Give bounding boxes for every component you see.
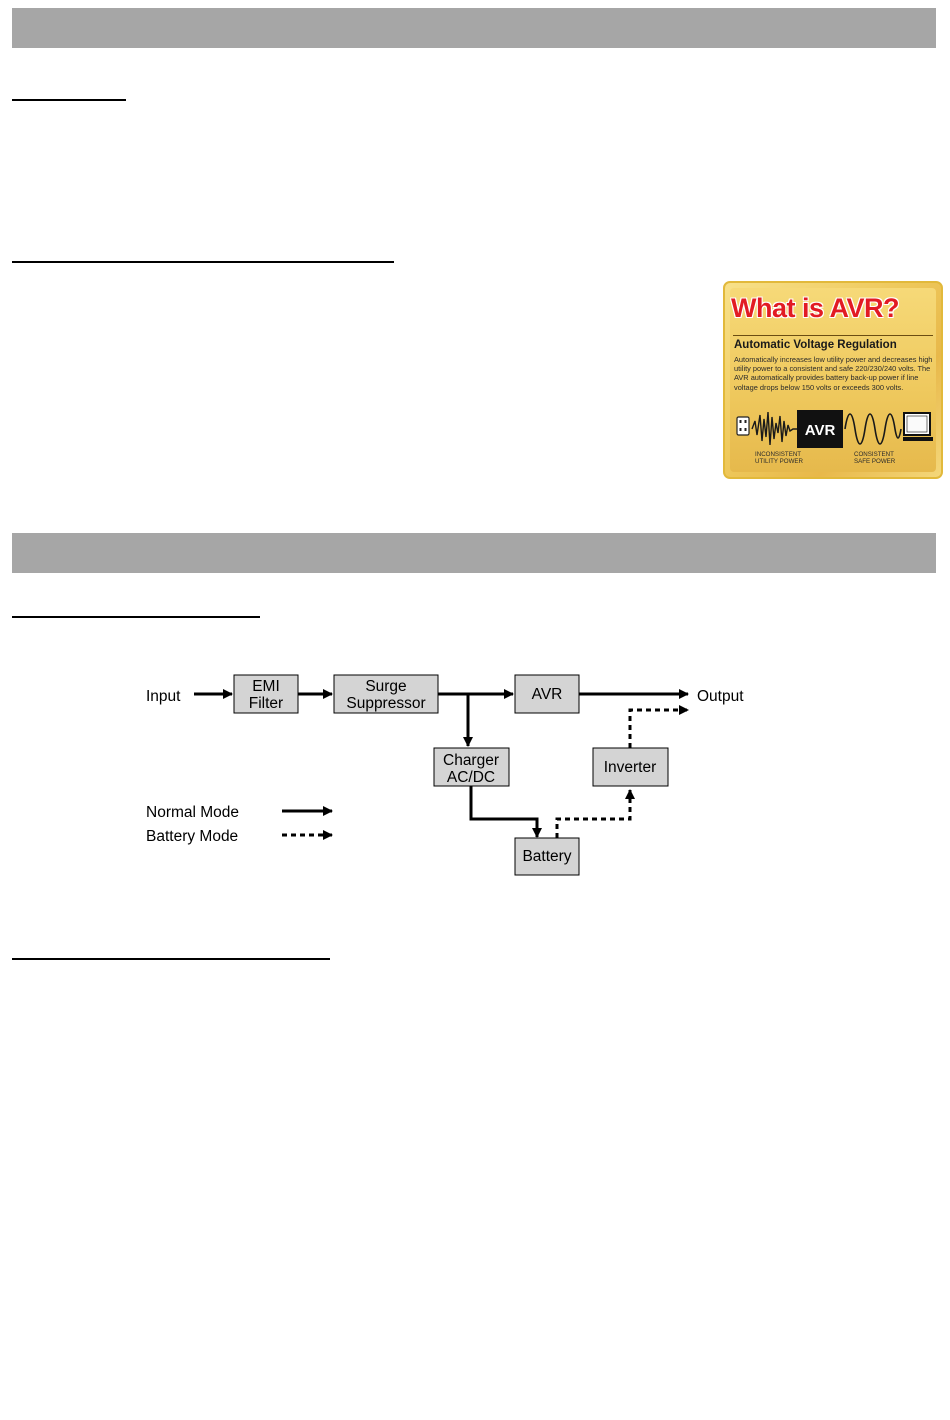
emi-filter-label-line2: Filter [249,695,283,712]
avr-logo-block: AVR [797,410,843,448]
charger-label-line1: Charger [443,752,499,769]
arrow-charger-to-battery [469,786,542,838]
legend-normal-mode-label: Normal Mode [146,804,239,821]
inverter-block: Inverter [592,747,669,787]
arrow-inverter-to-output [628,705,689,748]
caption-consistent: CONSISTENT SAFE POWER [854,451,895,466]
output-label: Output [697,688,744,705]
inverter-label: Inverter [604,759,657,776]
inconsistent-wave-icon [751,411,797,446]
avr-badge-description: Automatically increases low utility powe… [734,355,933,392]
arrow-battery-to-inverter [555,789,635,838]
section-header-band-1 [12,8,936,48]
outlet-icon [736,416,750,436]
legend-battery-mode-label: Battery Mode [146,828,238,845]
surge-suppressor-block: Surge Suppressor [333,674,439,714]
avr-badge-subtitle: Automatic Voltage Regulation [734,339,897,351]
avr-block-label: AVR [532,686,563,703]
caption-inconsistent-line2: UTILITY POWER [755,458,804,466]
caption-consistent-line2: SAFE POWER [854,458,896,466]
caption-inconsistent-line1: INCONSISTENT [755,451,802,458]
avr-badge-divider [733,335,933,336]
battery-block: Battery [514,837,580,876]
avr-block: AVR [514,674,580,714]
caption-consistent-line1: CONSISTENT [854,451,894,458]
section-header-band-2 [12,533,936,573]
diagram-legend: Normal Mode Battery Mode [146,804,333,845]
monitor-icon [903,412,933,441]
emi-filter-block: EMI Filter [233,674,299,714]
caption-inconsistent: INCONSISTENT UTILITY POWER [755,451,803,466]
avr-badge-title: What is AVR? [731,293,900,323]
charger-block: Charger AC/DC [433,747,510,787]
heading-underline-4 [12,958,330,960]
charger-label-line2: AC/DC [447,769,495,786]
surge-label-line1: Surge [365,678,406,695]
heading-underline-2 [12,261,394,263]
consistent-wave-icon [844,413,902,445]
emi-filter-label-line1: EMI [252,678,280,695]
heading-underline-1 [12,99,126,101]
battery-label: Battery [522,848,571,865]
avr-badge-graphic: AVR [736,410,933,448]
surge-label-line2: Suppressor [346,695,425,712]
avr-logo-text: AVR [805,422,836,439]
avr-info-badge: What is AVR? Automatic Voltage Regulatio… [723,281,943,479]
input-label: Input [146,688,181,705]
heading-underline-3 [12,616,260,618]
